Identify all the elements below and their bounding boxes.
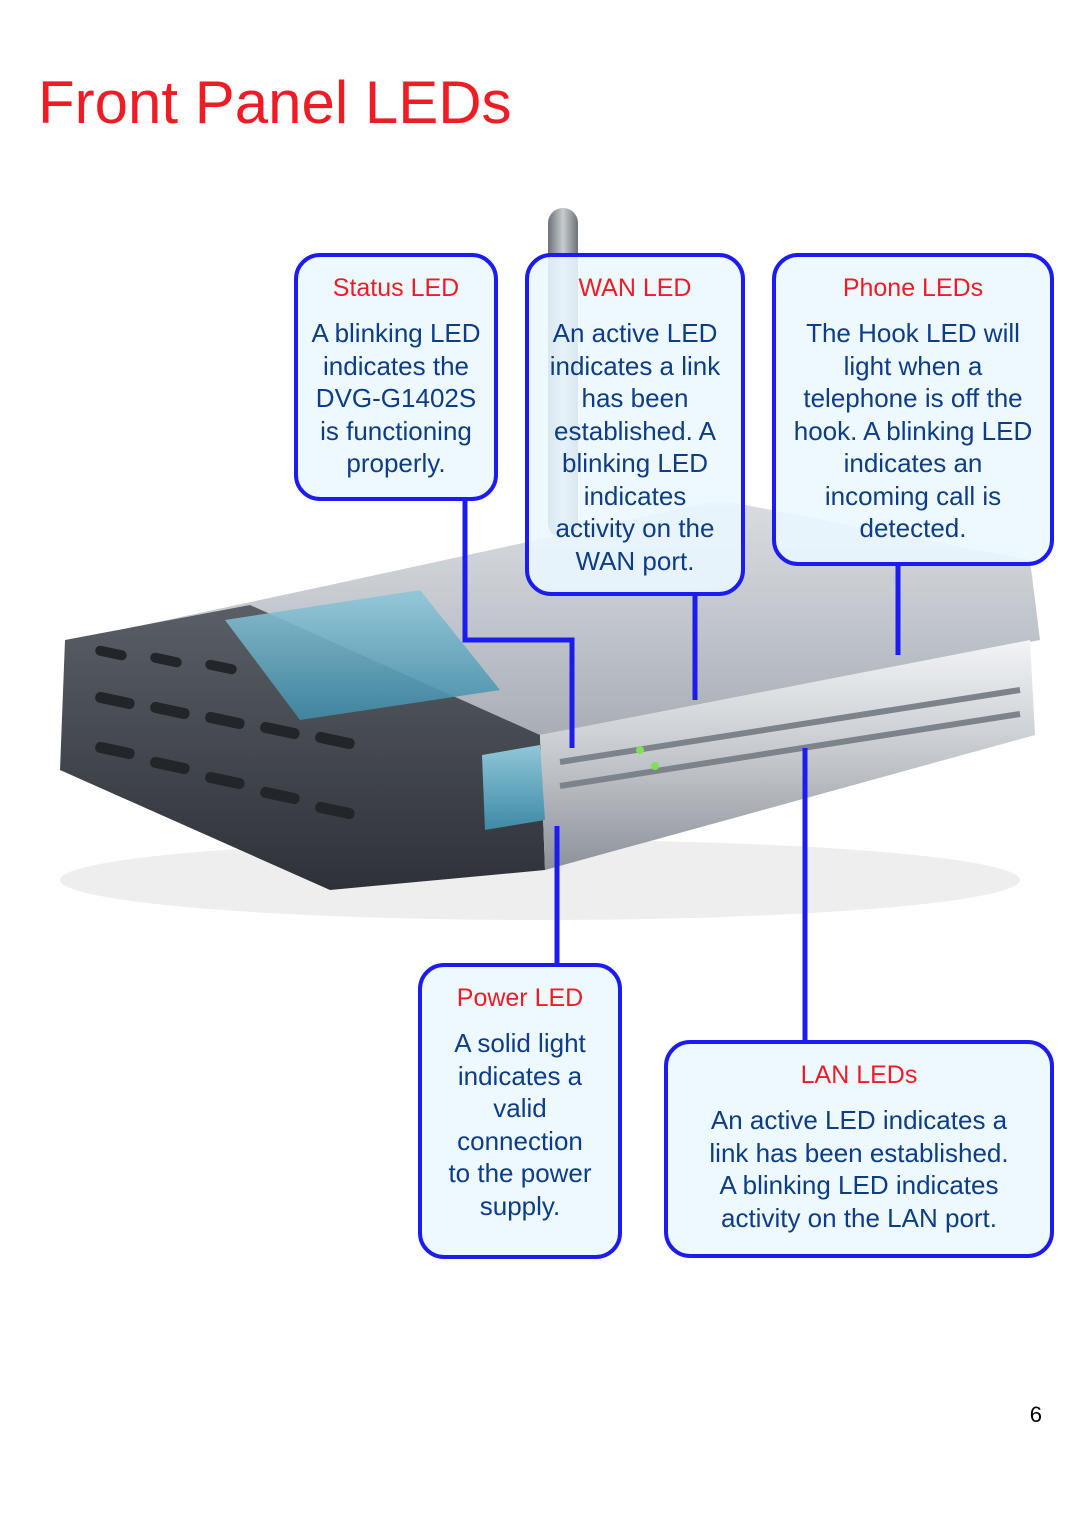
- status-led-callout: Status LED A blinking LED indicates the …: [294, 253, 498, 501]
- lan-leds-title: LAN LEDs: [800, 1061, 918, 1089]
- phone-leds-description: The Hook LED will light when a telephone…: [793, 318, 1033, 543]
- wan-led-description: An active LED indicates a link has been …: [549, 318, 721, 576]
- power-led-title: Power LED: [456, 984, 584, 1012]
- lan-leds-callout: LAN LEDs An active LED indicates a link …: [664, 1040, 1054, 1258]
- phone-leds-title: Phone LEDs: [842, 274, 984, 302]
- router-front-label: [482, 745, 545, 830]
- phone-leds-callout: Phone LEDs The Hook LED will light when …: [772, 253, 1054, 566]
- router-top-label: [225, 590, 500, 720]
- page-title: Front Panel LEDs: [38, 69, 512, 136]
- status-led-description: A blinking LED indicates the DVG-G1402S …: [311, 318, 481, 478]
- status-leader-line: [462, 500, 575, 748]
- power-led-callout: Power LED A solid light indicates a vali…: [418, 963, 622, 1259]
- page-number: 6: [1029, 1402, 1042, 1427]
- wan-led-title: WAN LED: [578, 274, 692, 302]
- router-side: [60, 605, 545, 890]
- leader-lines: [462, 500, 901, 1040]
- power-led-description: A solid light indicates a valid connecti…: [448, 1028, 592, 1221]
- wan-led-callout: WAN LED An active LED indicates a link h…: [525, 253, 745, 596]
- router-front-panel: [540, 640, 1035, 870]
- status-led-title: Status LED: [332, 274, 460, 302]
- lan-leds-description: An active LED indicates a link has been …: [709, 1105, 1009, 1233]
